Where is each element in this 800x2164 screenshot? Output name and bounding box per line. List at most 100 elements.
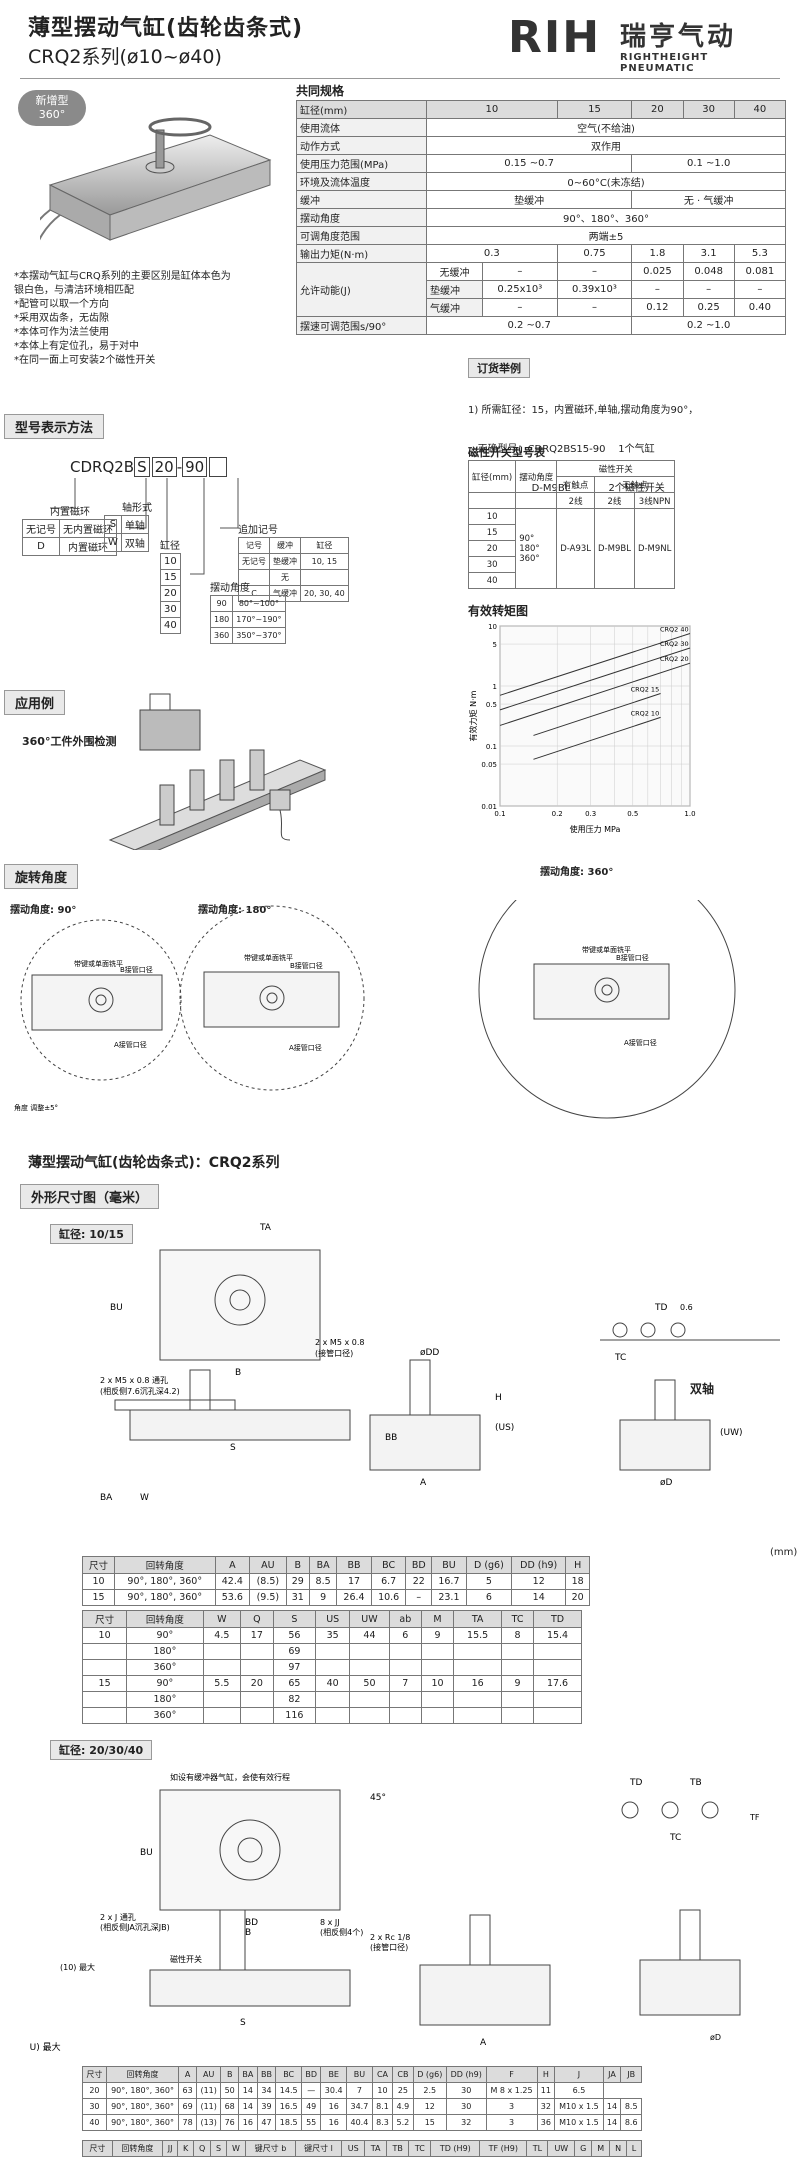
table-cell: 17.6 — [533, 1675, 582, 1692]
rotation-diagrams: 带键或单面铣平 B接管口径 A接管口径 带键或单面铣平 B接管口径 A接管口径 … — [14, 900, 736, 1119]
spec-cell: 气缓冲 — [426, 298, 483, 317]
table-header: 回转角度 — [126, 1610, 204, 1628]
table-cell: 22 — [405, 1573, 433, 1590]
table-header: UW — [349, 1610, 390, 1628]
lbl-ta: TA — [259, 1223, 272, 1233]
table-header: 尺寸 — [81, 1556, 116, 1574]
rot-port-a-180: A接管口径 — [289, 1043, 322, 1052]
lbl-jb: (相反侧JA沉孔深JB) — [100, 1922, 170, 1932]
table-cell — [81, 1707, 128, 1724]
spec-row-label: 输出力矩(N·m) — [296, 244, 427, 263]
table-cell: 14.5 — [275, 2082, 303, 2099]
feature-item: 银白色，与清洁环境相匹配 — [14, 285, 134, 296]
table-header: BD — [301, 2066, 322, 2083]
switch-type: D-M9BL — [594, 508, 635, 589]
table-cell: 82 — [272, 1691, 317, 1708]
lbl-45: 45° — [370, 1793, 386, 1803]
table-header: BE — [320, 2066, 348, 2083]
spec-row-label: 摆速可调范围s/90° — [296, 316, 427, 335]
table-header: US — [315, 1610, 351, 1628]
table-cell — [349, 1643, 390, 1660]
table-cell — [533, 1707, 582, 1724]
chart-series-label: CRQ2 15 — [631, 685, 660, 693]
header-rule — [20, 78, 780, 79]
rot-label-180: 摆动角度: 180° — [198, 905, 272, 916]
table-cell: 14 — [238, 2082, 258, 2099]
table-header: W — [225, 2140, 247, 2157]
table-header: TC — [408, 2140, 432, 2157]
table-cell: 12 — [412, 2098, 447, 2115]
switch-bore: 20 — [467, 540, 517, 557]
rot-port-b-360: B接管口径 — [616, 953, 649, 962]
table-row: 180°82 — [81, 1691, 582, 1708]
table-header: TL — [526, 2140, 549, 2157]
table-cell: 10 — [81, 1573, 116, 1590]
table-cell: 53.6 — [214, 1589, 251, 1606]
table-cell: 15.4 — [533, 1627, 582, 1644]
bore-cell: 15 — [160, 569, 181, 586]
rot-port-b-180: B接管口径 — [290, 961, 323, 970]
lbl-bu-2: BU — [140, 1848, 153, 1858]
table-cell: 10 — [371, 2082, 394, 2099]
spec-cell: 90°、180°、360° — [426, 208, 786, 227]
table-cell: 90° — [126, 1627, 204, 1644]
table-cell: 90°, 180°, 360° — [105, 2114, 180, 2131]
table-header: TA — [453, 1610, 503, 1628]
brand-logo: RIH 瑞亨气动 RIGHTHEIGHT PNEUMATIC — [508, 12, 780, 74]
chart-ytick: 1 — [493, 683, 497, 691]
table-cell: (8.5) — [249, 1573, 287, 1590]
code-bore: 20 — [151, 457, 177, 477]
chart-xtick: 0.2 — [552, 810, 563, 818]
bore-cell: 30 — [160, 601, 181, 618]
bore-legend: 缸径 10 15 20 30 40 — [160, 540, 181, 634]
table-cell: (13) — [196, 2114, 222, 2131]
table-cell — [533, 1691, 582, 1708]
spec-cell: 0.25x10³ — [482, 280, 558, 299]
spec-bore: 15 — [556, 100, 633, 119]
spec-cell: – — [631, 280, 684, 299]
table-header: TC — [501, 1610, 535, 1628]
spec-cell: 5.3 — [733, 244, 787, 263]
table-header: BB — [336, 1556, 372, 1574]
table-cell: 40 — [315, 1675, 351, 1692]
table-cell — [315, 1691, 351, 1708]
table-cell — [388, 1643, 422, 1660]
application-illustration — [108, 693, 327, 850]
chart-series-line — [499, 647, 691, 711]
lbl-b-2: B — [245, 1928, 251, 1938]
table-cell: 30 — [82, 2098, 107, 2115]
table-header: D (g6) — [465, 1556, 513, 1574]
lbl-j: 2 x J 通孔 — [100, 1912, 136, 1922]
switch-bore: 30 — [467, 556, 517, 573]
chart-xlabel: 使用压力 MPa — [570, 824, 621, 834]
bore-table: 10 15 20 30 40 — [160, 553, 181, 634]
table-cell: 8 — [501, 1627, 535, 1644]
table-cell — [420, 1643, 455, 1660]
angle-cell: 350°~370° — [232, 627, 286, 644]
table-cell: 8.1 — [371, 2098, 394, 2115]
lbl-jj: 8 x JJ — [320, 1918, 340, 1927]
spec-cell: 0.081 — [733, 262, 787, 281]
spec-cell: 无 · 气缓冲 — [631, 190, 786, 209]
table-cell: 78 — [178, 2114, 198, 2131]
table-header: 尺寸 — [82, 2140, 113, 2157]
table-header: W — [202, 1610, 242, 1628]
table-cell — [501, 1643, 535, 1660]
table-header: H — [565, 1556, 590, 1574]
angle-cell: 180 — [209, 611, 234, 628]
spec-cell: 0.75 — [556, 244, 633, 263]
lbl-tc: TC — [614, 1353, 626, 1363]
table-cell: 20 — [240, 1675, 274, 1692]
bore-title: 缸径 — [160, 541, 180, 552]
code-extra — [209, 457, 228, 477]
chart-series-label: CRQ2 10 — [631, 709, 660, 717]
table-cell: 15 — [412, 2114, 447, 2131]
chart-ytick: 0.05 — [481, 761, 497, 769]
table-header: K — [177, 2140, 195, 2157]
table-cell — [349, 1707, 390, 1724]
